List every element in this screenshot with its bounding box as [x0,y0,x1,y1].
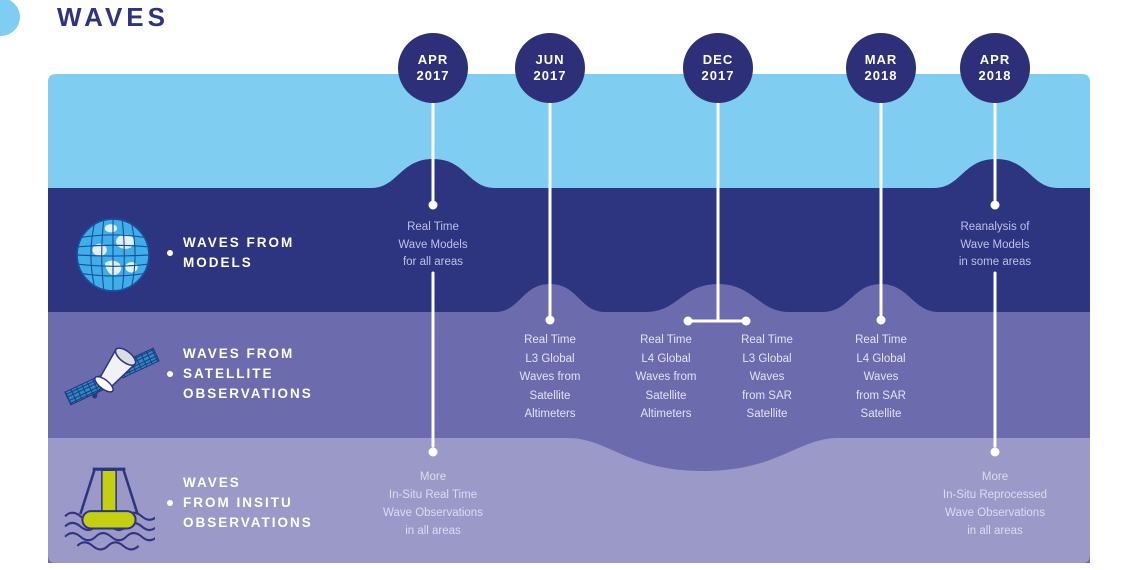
bullet-icon [167,371,173,377]
date-circle-apr-2017: APR 2017 [398,33,468,103]
event-models-apr2018: Reanalysis of Wave Models in some areas [958,221,1032,268]
timeline-bands [48,74,1090,563]
date-circle-jun-2017: JUN 2017 [515,33,585,103]
date-month: JUN [535,52,565,67]
date-month: APR [979,52,1011,67]
event-models-apr2017: Real Time Wave Models for all areas [398,221,468,268]
date-circle-dec-2017: DEC 2017 [683,33,753,103]
row-label-satellite: WAVES FROM SATELLITE OBSERVATIONS [183,346,313,401]
satellite-icon [64,347,160,406]
event-satellite-jun2017: Real Time L3 Global Waves from Satellite… [519,334,581,420]
row-label-insitu: WAVES FROM INSITU OBSERVATIONS [183,475,313,530]
event-satellite-mar2018: Real Time L4 Global Waves from SAR Satel… [855,334,907,420]
row-label-models: WAVES FROM MODELS [183,235,295,270]
date-year: 2017 [533,68,567,83]
dot-insitu-apr2017 [428,447,438,457]
date-month: DEC [702,52,734,67]
dot-sat-jun2017 [545,315,555,325]
dot-sat-dec2017-left [683,316,693,326]
bullet-icon [167,250,173,256]
timeline-endpoint-dots [428,200,1000,457]
event-satellite-dec2017-l3sar: Real Time L3 Global Waves from SAR Satel… [741,334,793,420]
event-insitu-apr2017: More In-Situ Real Time Wave Observations… [383,471,483,537]
row-header-satellite: WAVES FROM SATELLITE OBSERVATIONS [167,344,313,404]
date-year: 2018 [978,68,1012,83]
page-title: WAVES [57,2,169,32]
dot-models-apr2017 [428,200,438,210]
title-accent-dot [0,0,20,36]
date-circle-apr-2018: APR 2018 [960,33,1030,103]
dot-insitu-apr2018 [990,447,1000,457]
date-month: MAR [864,52,898,67]
date-year: 2018 [864,68,898,83]
dot-models-apr2018 [990,200,1000,210]
row-header-insitu: WAVES FROM INSITU OBSERVATIONS [167,473,313,533]
event-satellite-dec2017-l4: Real Time L4 Global Waves from Satellite… [635,334,697,420]
date-year: 2017 [416,68,450,83]
timeline-connectors [431,97,997,448]
buoy-icon [64,467,155,551]
date-month: APR [417,52,449,67]
event-insitu-apr2018: More In-Situ Reprocessed Wave Observatio… [942,471,1048,537]
dot-sat-mar2018 [876,315,886,325]
dot-sat-dec2017-right [741,316,751,326]
date-year: 2017 [701,68,735,83]
date-circle-mar-2018: MAR 2018 [846,33,916,103]
row-header-models: WAVES FROM MODELS [167,233,294,273]
band-insitu [48,438,1090,563]
bullet-icon [167,500,173,506]
globe-icon [76,218,150,292]
